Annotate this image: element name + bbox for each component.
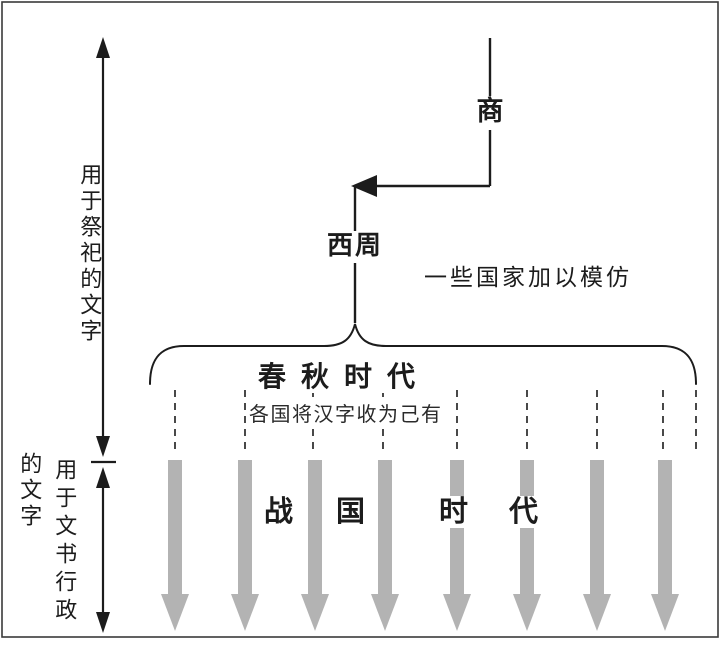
gray-arrow-head <box>301 594 329 631</box>
gray-arrow-head <box>231 594 259 631</box>
gray-arrow-shaft <box>308 460 322 597</box>
gray-arrow <box>161 460 189 631</box>
ritual-span-arrow <box>96 37 110 457</box>
gray-arrow-head <box>651 594 679 631</box>
gray-arrow-shaft <box>168 460 182 597</box>
node-western-zhou: 西周 <box>326 231 383 261</box>
annotation-imitation: 一些国家加以模仿 <box>424 265 632 291</box>
label-spring-autumn-era: 春秋时代 <box>258 360 431 393</box>
arrowhead-up <box>96 467 110 488</box>
gray-arrow-head <box>513 594 541 631</box>
annotation-adoption: 各国将汉字收为己有 <box>249 402 443 426</box>
arrowhead-down <box>96 436 110 457</box>
arrowhead-down <box>96 612 110 633</box>
gray-arrow-head <box>443 594 471 631</box>
distribution-brace <box>149 323 697 385</box>
gray-arrow <box>443 460 471 631</box>
gray-arrow-head <box>161 594 189 631</box>
node-shang: 商 <box>476 96 504 127</box>
gray-arrow <box>651 460 679 631</box>
gray-arrow-shaft <box>658 460 672 597</box>
gray-arrow-shaft <box>378 460 392 597</box>
gray-arrow <box>301 460 329 631</box>
axis-label-ritual: 用于祭祀的文字 <box>76 163 102 345</box>
gray-arrow <box>513 460 541 631</box>
gray-arrow-shaft <box>450 460 464 597</box>
gray-arrow-shaft <box>590 460 604 597</box>
frame-border <box>1 1 719 638</box>
gray-arrow-head <box>371 594 399 631</box>
gray-arrow <box>371 460 399 631</box>
flow-arrowhead-left <box>351 175 377 197</box>
admin-span-arrow <box>96 467 110 633</box>
axis-label-admin-suffix: 的文字 <box>16 452 42 530</box>
arrowhead-up <box>96 37 110 58</box>
warring-states-char-3: 时 <box>437 494 471 528</box>
gray-arrow-shaft <box>238 460 252 597</box>
warring-states-arrows <box>161 460 679 631</box>
gray-arrow-head <box>583 594 611 631</box>
gray-arrow-shaft <box>520 460 534 597</box>
gray-arrow <box>583 460 611 631</box>
warring-states-char-1: 战 <box>262 494 296 528</box>
axis-label-admin-main: 用于文书行政 <box>51 458 77 626</box>
lineage-flow-lines <box>351 38 492 323</box>
gray-arrow <box>231 460 259 631</box>
warring-states-char-4: 代 <box>507 494 541 528</box>
warring-states-char-2: 国 <box>334 494 368 528</box>
